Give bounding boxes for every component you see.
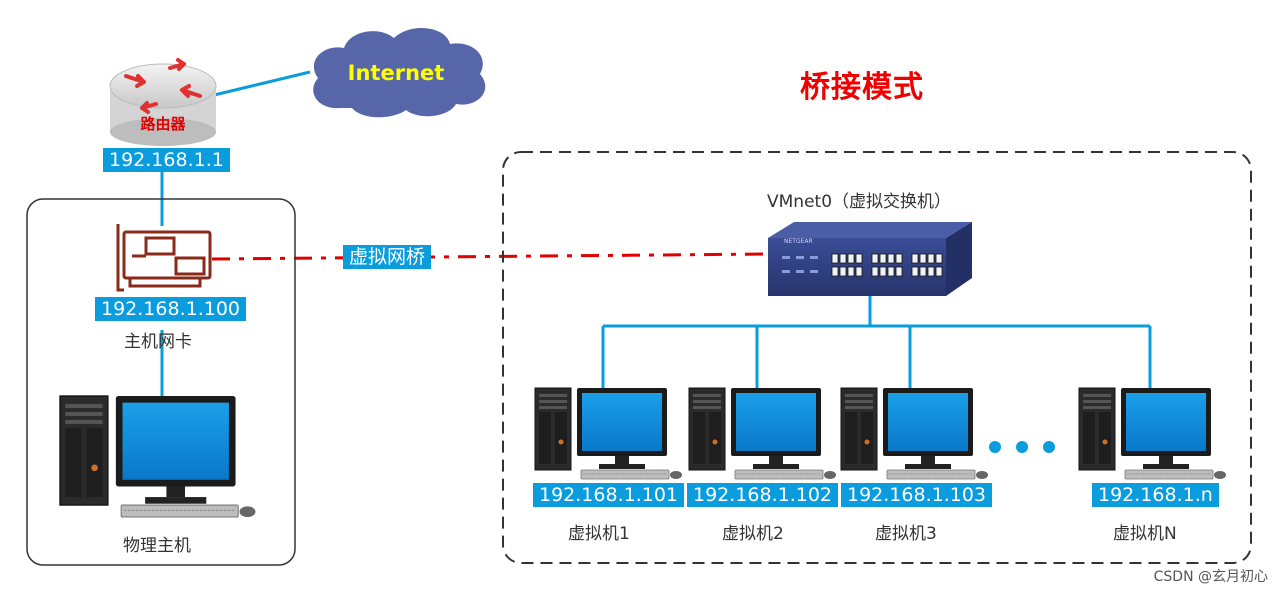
vm3-label: 虚拟机3 <box>875 524 937 544</box>
vmn-ip-tag: 192.168.1.n <box>1092 483 1219 507</box>
vm2-ip-tag: 192.168.1.102 <box>687 483 839 507</box>
virtual-bridge-link <box>211 252 769 261</box>
ellipsis-dot <box>1016 441 1028 453</box>
vm1-pc-icon <box>534 387 683 480</box>
switch-brand: NETGEAR <box>784 238 813 245</box>
switch-port <box>935 266 943 277</box>
switch-port <box>839 266 847 277</box>
switch-port <box>879 266 887 277</box>
switch-led <box>810 270 818 273</box>
switch-led <box>810 256 818 259</box>
switch-port <box>887 253 895 264</box>
vm1-ip-tag: 192.168.1.101 <box>533 483 685 507</box>
vm3-ip-tag: 192.168.1.103 <box>841 483 993 507</box>
vm3-pc-icon <box>840 387 989 480</box>
switch-port <box>871 253 879 264</box>
switch-port <box>855 253 863 264</box>
ellipsis-dot <box>989 441 1001 453</box>
switch-port <box>919 266 927 277</box>
nic-label: 主机网卡 <box>124 332 192 352</box>
switch-port <box>911 266 919 277</box>
switch-port <box>919 253 927 264</box>
switch-port <box>887 266 895 277</box>
switch-led <box>782 256 790 259</box>
vm2-label: 虚拟机2 <box>722 524 784 544</box>
internet-label: Internet <box>348 61 445 85</box>
switch-port <box>831 266 839 277</box>
router-ip-tag: 192.168.1.1 <box>103 148 230 172</box>
switch-port <box>855 266 863 277</box>
switch-port <box>935 253 943 264</box>
switch-port <box>927 253 935 264</box>
switch-port <box>847 266 855 277</box>
switch-icon <box>768 222 972 296</box>
switch-label: VMnet0（虚拟交换机） <box>767 192 952 212</box>
switch-port <box>879 253 887 264</box>
switch-led <box>782 270 790 273</box>
switch-port <box>871 266 879 277</box>
switch-port <box>895 253 903 264</box>
switch-port <box>911 253 919 264</box>
router-label: 路由器 <box>140 115 186 133</box>
switch-port <box>895 266 903 277</box>
vm2-pc-icon <box>688 387 837 480</box>
switch-port <box>847 253 855 264</box>
switch-port <box>839 253 847 264</box>
router-internet-link <box>209 70 311 98</box>
switch-port <box>831 253 839 264</box>
bridge-label: 虚拟网桥 <box>343 245 432 269</box>
physical-pc-icon <box>59 395 257 518</box>
vmn-pc-icon <box>1078 387 1227 480</box>
vm1-label: 虚拟机1 <box>568 524 630 544</box>
page-title: 桥接模式 <box>800 70 924 105</box>
nic-ip-tag: 192.168.1.100 <box>95 297 247 321</box>
switch-led <box>796 256 804 259</box>
internet-cloud-icon <box>313 27 486 118</box>
watermark: CSDN @玄月初心 <box>1153 569 1268 585</box>
router-icon <box>109 58 217 146</box>
ellipsis-dot <box>1043 441 1055 453</box>
switch-led <box>796 270 804 273</box>
host-boundary <box>26 198 296 566</box>
physical-host-label: 物理主机 <box>123 536 191 556</box>
vmn-label: 虚拟机N <box>1113 524 1177 544</box>
nic-card-icon <box>116 224 212 292</box>
switch-port <box>927 266 935 277</box>
